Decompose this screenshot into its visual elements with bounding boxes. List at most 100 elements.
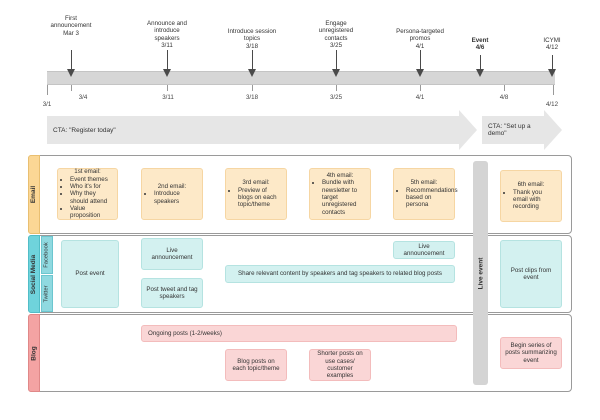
- social-card-share-content: Share relevant content by speakers and t…: [225, 265, 455, 283]
- social-card-post-tweet: Post tweet and tag speakers: [141, 278, 203, 308]
- marker-line-3-18: [252, 50, 253, 70]
- sub-label-facebook: Facebook: [44, 242, 50, 268]
- email-card-2-title: 2nd email:: [157, 183, 187, 191]
- milestone-first-announcement: First announcement Mar 3: [50, 15, 92, 37]
- social-card-post-clips: Post clips from event: [500, 240, 562, 308]
- email-card-1: 1st email: Event themes Who it's for Why…: [57, 168, 118, 220]
- lane-tab-blog: Blog: [28, 314, 40, 392]
- blog-card-shorter-posts: Shorter posts on use cases/ customer exa…: [309, 349, 371, 381]
- sub-label-twitter: Twitter: [44, 284, 51, 303]
- milestone-event: Event 4/6: [471, 37, 489, 52]
- cta-register-arrowhead: [459, 110, 477, 150]
- marker-arrow-4-6: [476, 69, 484, 77]
- marker-arrow-3-18: [248, 69, 256, 77]
- live-event-bar: Live event: [473, 161, 488, 385]
- social-card-live-announcement-2: Live announcement: [393, 241, 455, 259]
- marker-arrow-4-1: [416, 69, 424, 77]
- lane-tab-social-media: Social Media: [28, 235, 40, 313]
- email-card-3-list: Preview of blogs on each topic/theme: [230, 187, 282, 209]
- milestone-session-topics: Introduce session topics 3/18: [227, 28, 277, 50]
- tick-4-1: [420, 85, 421, 91]
- email-card-1-item: Who it's for: [70, 183, 113, 190]
- blog-card-ongoing-text: Ongoing posts (1-2/weeks): [148, 329, 222, 337]
- lane-label-email: Email: [30, 185, 38, 204]
- email-card-4-list: Bundle with newsletter to target unregis…: [314, 179, 366, 215]
- marker-arrow-3-25: [332, 69, 340, 77]
- tick-3-1: [47, 85, 48, 95]
- marker-arrow-3-11: [163, 69, 171, 77]
- email-card-3-title: 3rd email:: [242, 179, 270, 187]
- tick-3-18: [252, 85, 253, 91]
- cta-demo-arrow: CTA: "Set up a demo": [482, 116, 544, 144]
- lane-tab-email: Email: [28, 155, 40, 234]
- marker-arrow-3-4: [67, 69, 75, 77]
- email-card-5-item: Recommendations based on persona: [406, 187, 458, 209]
- email-card-1-list: Event themes Who it's for Why they shoul…: [62, 176, 113, 220]
- sub-tab-twitter: Twitter: [41, 275, 53, 312]
- tick-label-3-11: 3/11: [162, 94, 174, 101]
- tick-label-3-18: 3/18: [245, 94, 259, 101]
- lane-label-blog: Blog: [30, 345, 38, 361]
- cta-demo-arrowhead: [544, 110, 562, 150]
- email-card-1-title: 1st email:: [74, 168, 101, 176]
- social-card-live-announcement-1-text: Live announcement: [151, 246, 193, 261]
- marker-line-3-11: [167, 50, 168, 70]
- email-card-4-item: Bundle with newsletter to target unregis…: [322, 179, 366, 215]
- tick-4-12: [553, 85, 554, 95]
- timeline-bar: [47, 71, 555, 85]
- social-card-post-clips-text: Post clips from event: [510, 266, 552, 281]
- tick-label-3-1: 3/1: [42, 101, 52, 108]
- email-card-6: 6th email: Thank you email with recordin…: [500, 170, 562, 222]
- live-event-label: Live event: [477, 257, 485, 289]
- social-card-live-announcement-2-text: Live announcement: [403, 242, 445, 257]
- email-card-2-list: Introduce speakers: [146, 190, 198, 205]
- email-card-5-title: 5th email:: [410, 179, 438, 187]
- blog-card-series-text: Begin series of posts summarizing event: [505, 342, 557, 364]
- email-card-4: 4th email: Bundle with newsletter to tar…: [309, 168, 371, 220]
- tick-label-4-8: 4/8: [499, 94, 509, 101]
- blog-card-topic-posts: Blog posts on each topic/theme: [225, 349, 287, 381]
- tick-3-4: [71, 85, 72, 91]
- email-card-1-item: Why they should attend: [70, 190, 113, 205]
- tick-3-25: [336, 85, 337, 91]
- email-card-5: 5th email: Recommendations based on pers…: [393, 168, 458, 220]
- lane-label-social-media: Social Media: [30, 254, 38, 294]
- blog-card-ongoing: Ongoing posts (1-2/weeks): [141, 325, 457, 342]
- tick-label-4-1: 4/1: [415, 94, 425, 101]
- blog-card-topic-posts-text: Blog posts on each topic/theme: [232, 357, 280, 372]
- tick-3-11: [167, 85, 168, 91]
- marker-line-3-4: [71, 50, 72, 70]
- email-card-1-item: Event themes: [70, 176, 113, 183]
- social-card-live-announcement-1: Live announcement: [141, 238, 203, 270]
- cta-demo-label: CTA: "Set up a demo": [488, 123, 531, 137]
- blog-card-series: Begin series of posts summarizing event: [500, 337, 562, 369]
- email-card-1-item: Value proposition: [70, 205, 113, 220]
- email-card-6-list: Thank you email with recording: [505, 189, 557, 211]
- tick-4-8: [504, 85, 505, 91]
- email-card-4-title: 4th email:: [326, 172, 354, 180]
- email-card-5-list: Recommendations based on persona: [398, 187, 458, 209]
- marker-line-4-6: [480, 55, 481, 70]
- marker-line-4-1: [420, 50, 421, 70]
- social-card-post-event: Post event: [61, 240, 119, 308]
- milestone-persona-promos: Persona-targeted promos 4/1: [396, 28, 444, 50]
- social-card-post-event-text: Post event: [75, 270, 105, 278]
- cta-register-arrow: CTA: "Register today": [47, 116, 459, 144]
- tick-label-4-12: 4/12: [545, 101, 559, 108]
- marker-arrow-4-12: [548, 69, 556, 77]
- email-card-3-item: Preview of blogs on each topic/theme: [238, 187, 282, 209]
- cta-register-label: CTA: "Register today": [53, 126, 116, 134]
- blog-card-shorter-posts-text: Shorter posts on use cases/ customer exa…: [317, 350, 363, 380]
- tick-label-3-25: 3/25: [329, 94, 343, 101]
- tick-label-3-4: 3/4: [78, 94, 88, 101]
- milestone-unregistered-contacts: Engage unregistered contacts 3/25: [318, 20, 354, 50]
- email-card-6-item: Thank you email with recording: [513, 189, 557, 211]
- email-card-6-title: 6th email:: [517, 181, 545, 189]
- email-card-3: 3rd email: Preview of blogs on each topi…: [225, 168, 287, 220]
- email-card-2-item: Introduce speakers: [154, 190, 198, 205]
- social-card-share-content-text: Share relevant content by speakers and t…: [238, 270, 442, 278]
- milestone-introduce-speakers: Announce and introduce speakers 3/11: [147, 20, 187, 50]
- email-card-2: 2nd email: Introduce speakers: [141, 168, 203, 220]
- marker-line-3-25: [336, 50, 337, 70]
- marker-line-4-12: [552, 55, 553, 70]
